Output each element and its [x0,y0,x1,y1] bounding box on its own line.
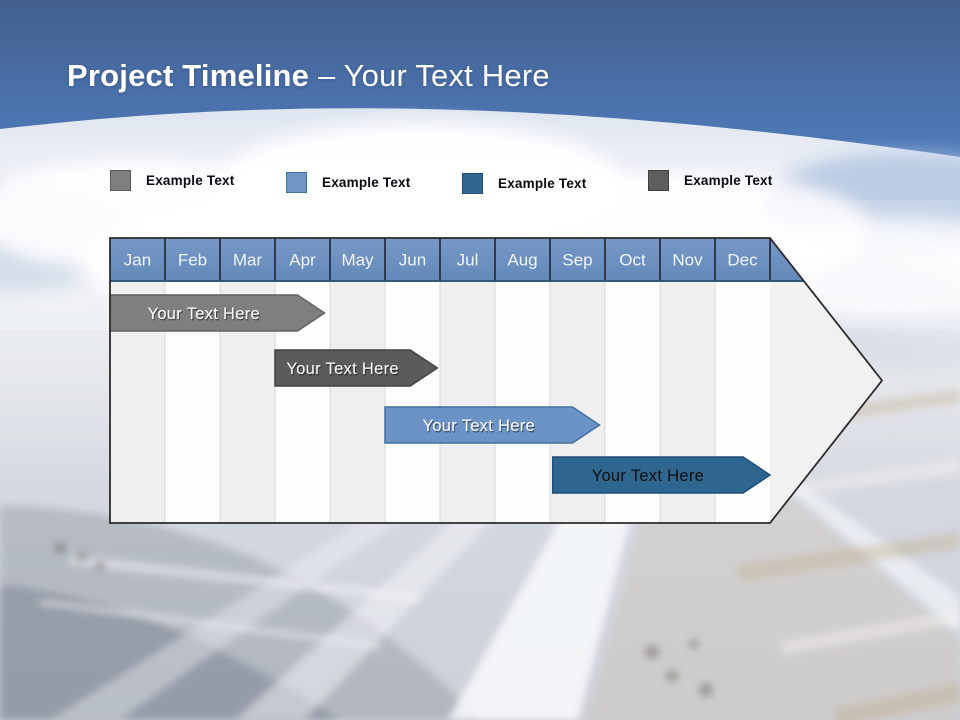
task-bar-label: Your Text Here [423,417,535,435]
timeline-chart[interactable]: Jan Feb Mar Apr May Jun Jul Aug Sep Oct Nov DecYour… [100,230,900,530]
legend-color-swatch [648,170,669,191]
month-header-cell[interactable]: Mar [233,251,263,270]
task-bar-label: Your Text Here [148,305,260,323]
month-column [330,281,385,523]
month-header-band [110,238,882,281]
slide-title-regular: – Your Text Here [317,58,550,93]
legend-label: Example Text [498,176,587,191]
legend-label: Example Text [322,175,411,190]
month-header-cell[interactable]: Apr [289,251,316,270]
month-header-cell[interactable]: Oct [619,251,646,270]
legend-label: Example Text [684,173,773,188]
month-header-cell[interactable]: Sep [562,251,592,270]
month-header-cell[interactable]: Nov [672,251,703,270]
legend-item[interactable]: Example Text [462,173,586,194]
task-bar[interactable] [384,406,601,444]
legend-label: Example Text [146,173,235,188]
month-header-cell[interactable]: Jun [399,251,426,270]
month-column [440,281,495,523]
legend-item[interactable]: Example Text [110,170,234,191]
month-column [385,281,440,523]
legend-color-swatch [286,172,307,193]
month-header-cell[interactable]: Aug [507,251,537,270]
task-bar-label: Your Text Here [286,360,398,378]
slide-title-bold: Project Timeline [67,58,310,93]
month-header-cell[interactable]: Feb [178,251,207,270]
legend-color-swatch [462,173,483,194]
legend-item[interactable]: Example Text [286,172,410,193]
month-header-cell[interactable]: Jan [124,251,151,270]
svg-text:Your Text Here: Your Text Here [424,419,536,437]
month-header-cell[interactable]: May [341,251,374,270]
slide-title[interactable]: Project Timeline – Your Text Here [67,58,550,94]
task-bar-label: Your Text Here [592,467,704,485]
legend-item[interactable]: Example Text [648,170,772,191]
task-bar[interactable] [274,349,439,387]
timeline-arrow-outline [109,237,884,524]
month-column [495,281,550,523]
svg-text:Your Text Here: Your Text Here [149,307,261,325]
task-bar[interactable] [552,456,772,494]
month-header-cell[interactable]: Dec [727,251,758,270]
svg-text:Your Text Here: Your Text Here [287,362,399,380]
month-header-cell[interactable]: Jul [457,251,479,270]
legend-color-swatch [110,170,131,191]
